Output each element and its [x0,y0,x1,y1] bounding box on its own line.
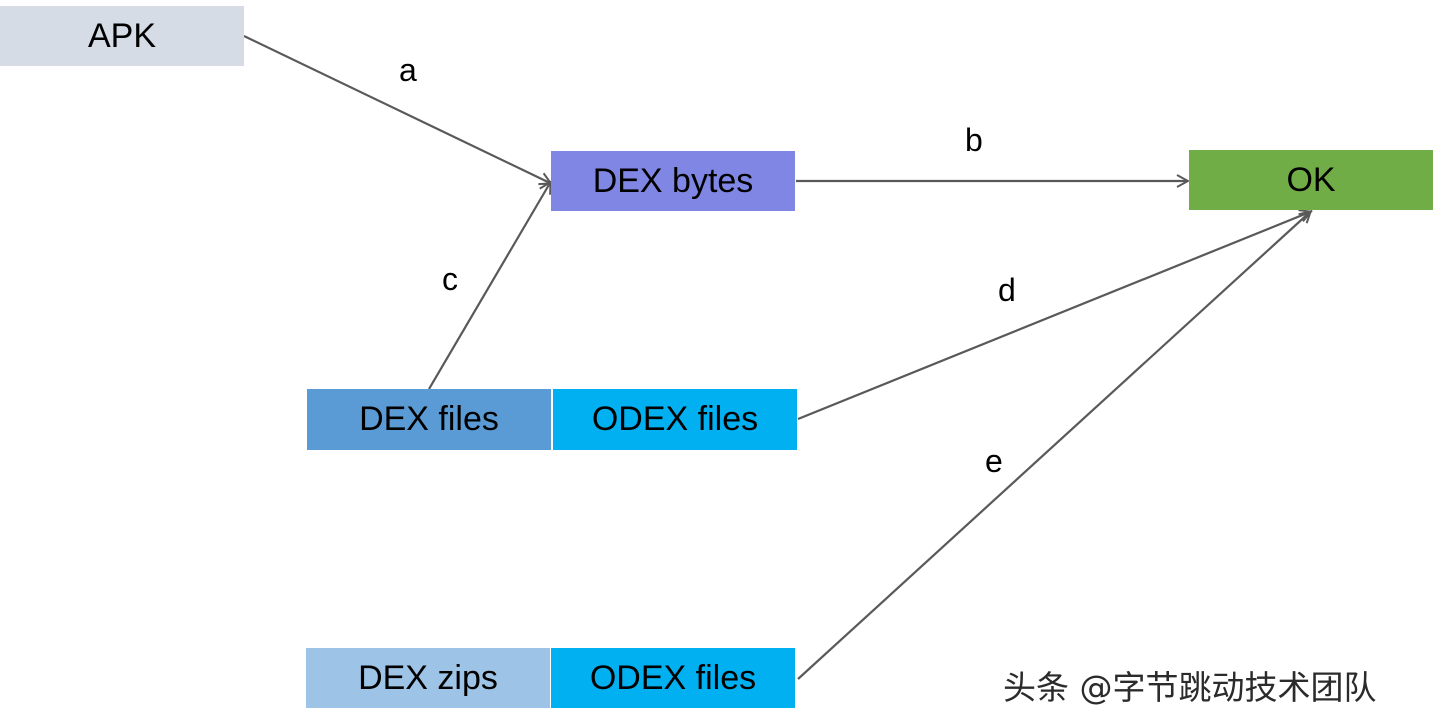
dex-zips-node: DEX zips [306,648,550,708]
odex-files-node: ODEX files [553,389,797,450]
edge-label-c: c [442,261,458,297]
edge-label-d: d [998,272,1016,308]
dex-bytes-node: DEX bytes [551,151,795,211]
edge-label-a: a [399,52,417,88]
edge-c-arrow [428,183,550,390]
odex-files-zips-node: ODEX files [551,648,795,708]
edge-d-arrow [797,212,1310,421]
dex-files-node: DEX files [307,389,551,450]
edge-label-e: e [985,443,1003,479]
edge-a-arrow [243,35,550,183]
watermark-text: 头条 @字节跳动技术团队 [1003,668,1377,707]
edge-e-arrow [797,212,1310,680]
edge-label-b: b [965,122,983,158]
apk-node: APK [0,6,244,66]
ok-node: OK [1189,150,1433,210]
